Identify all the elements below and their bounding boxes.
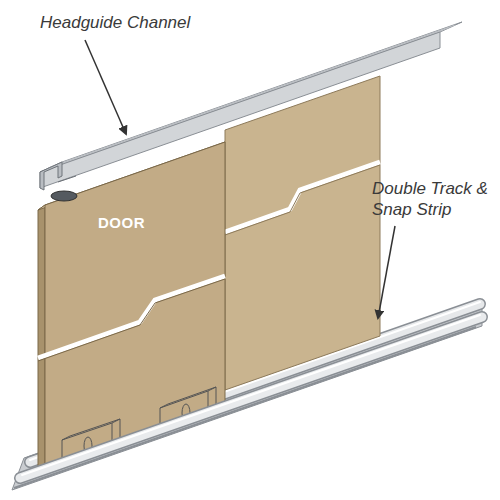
back-door-panel	[225, 76, 380, 390]
front-rail	[14, 315, 482, 488]
headguide-channel	[40, 22, 462, 190]
leader-arrow	[85, 40, 126, 134]
part-label: Double Track & Snap Strip	[372, 178, 492, 221]
door-label: DOOR	[98, 214, 178, 233]
leader-arrow	[378, 226, 395, 318]
part-label: Headguide Channel	[40, 12, 240, 33]
